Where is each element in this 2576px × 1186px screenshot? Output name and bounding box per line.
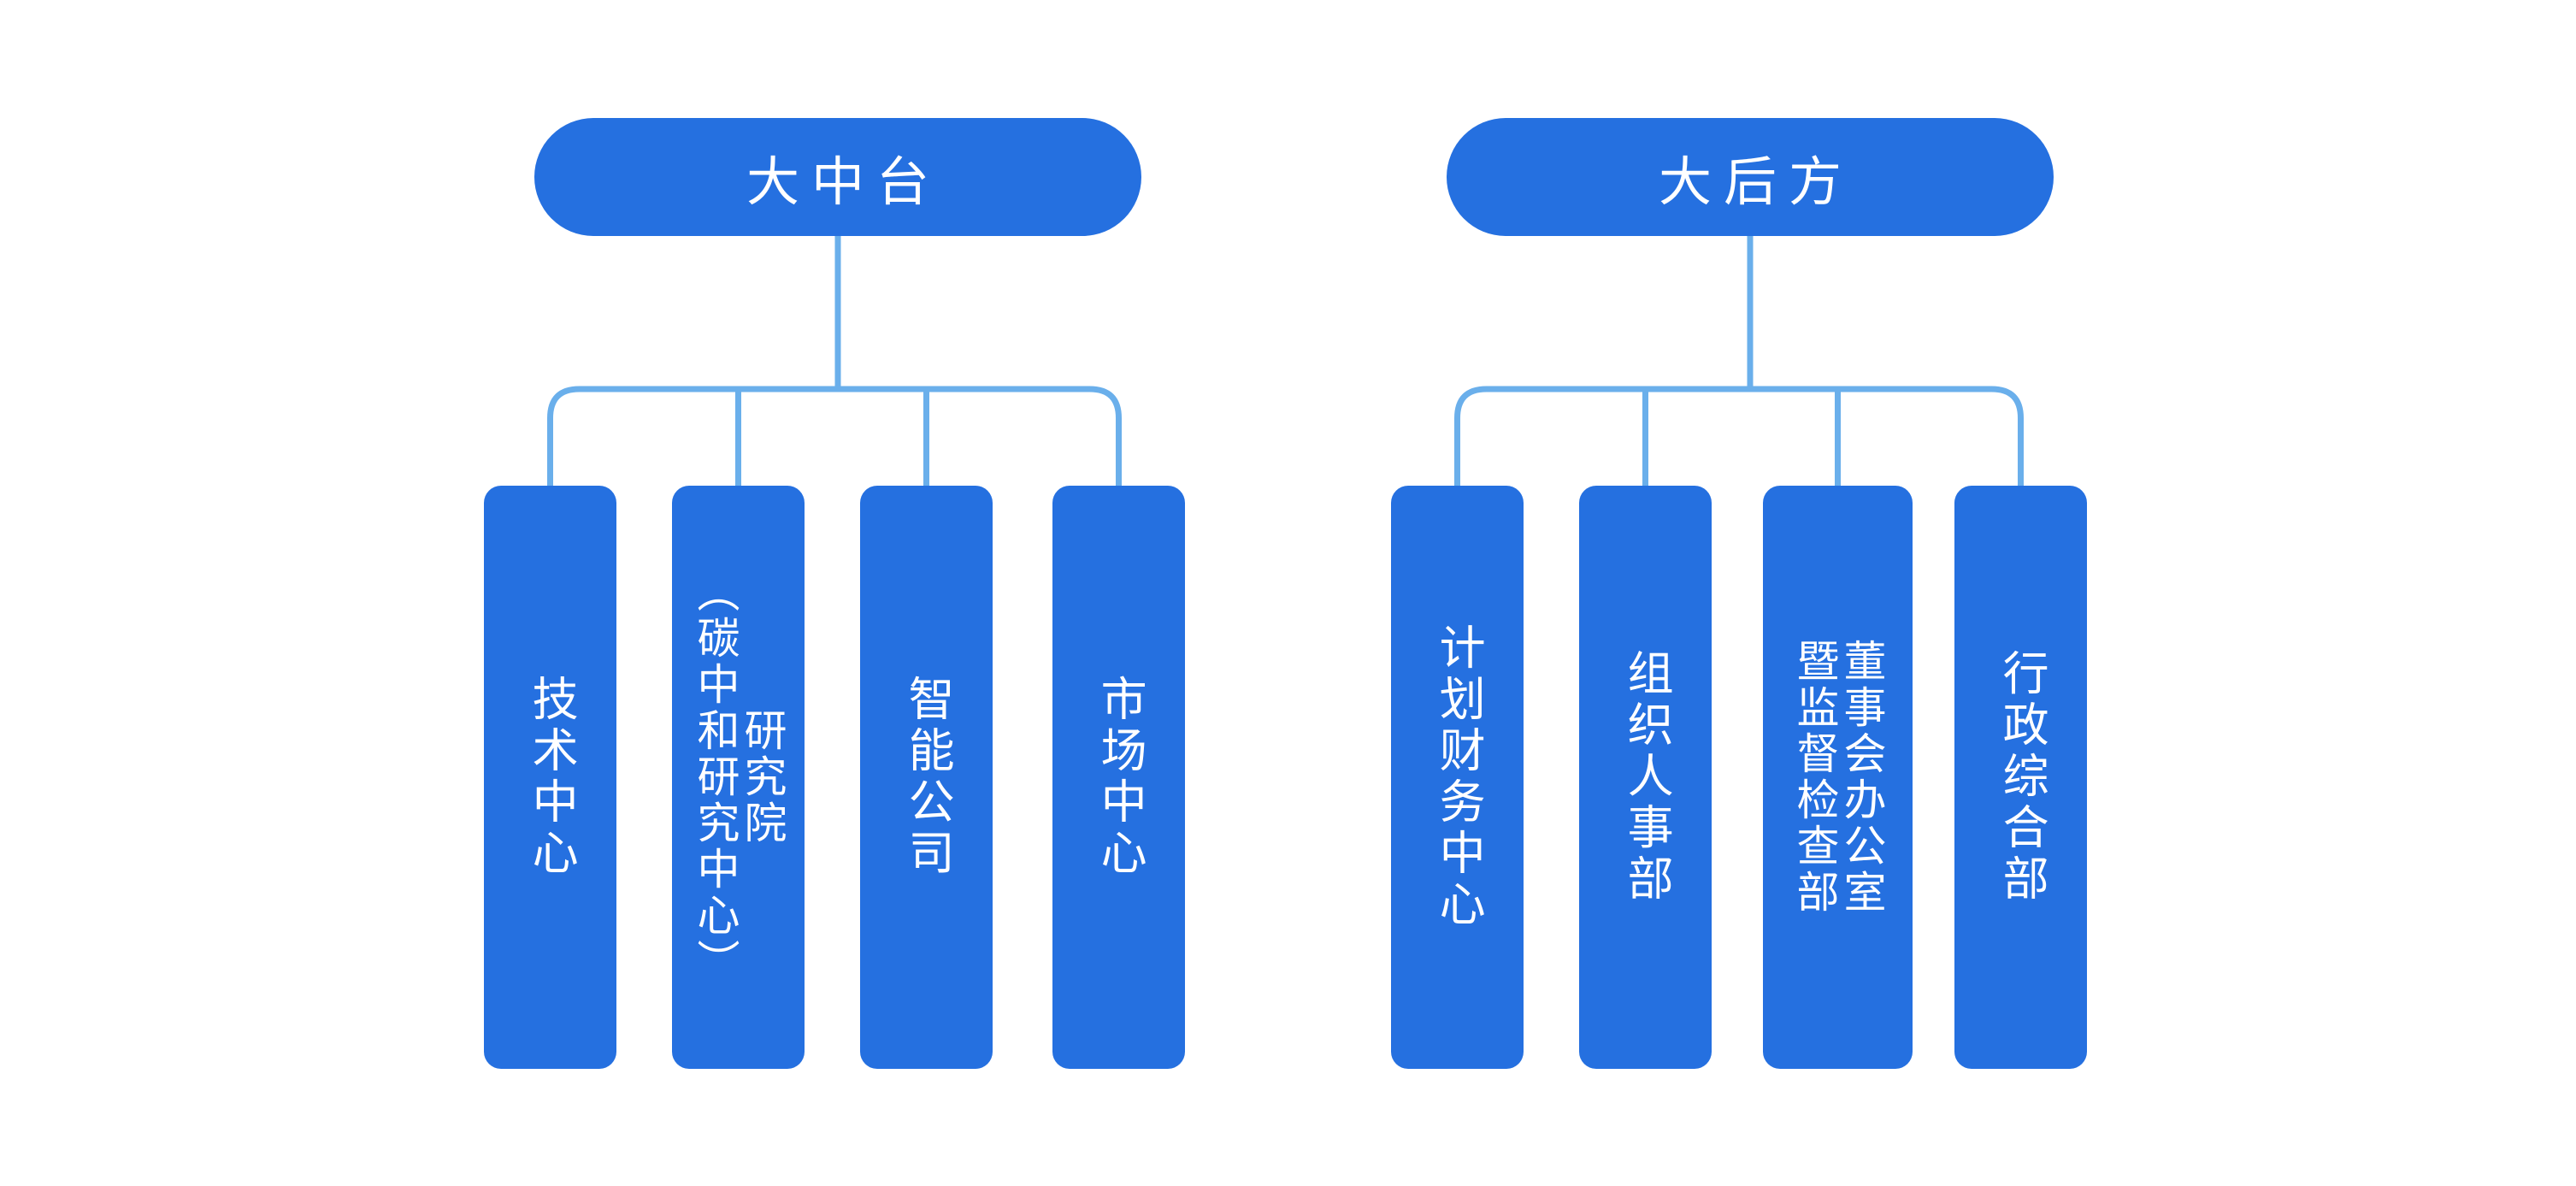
org-node-admin-department[interactable]: 行政综合部 (1954, 486, 2087, 1069)
org-node-intelligent-company[interactable]: 智能公司 (860, 486, 993, 1069)
org-node-label: 技术中心 (525, 675, 577, 880)
org-node-finance-center[interactable]: 计划财务中心 (1391, 486, 1524, 1069)
org-node-label: 暨监督检查部 (1790, 639, 1839, 916)
org-node-label: 计划财务中心 (1432, 623, 1484, 931)
org-node-label: 市场中心 (1093, 675, 1146, 880)
connector-bracket (1454, 386, 2024, 486)
org-node-tech-center[interactable]: 技术中心 (484, 486, 616, 1069)
group-header-zhongtai[interactable]: 大中台 (534, 118, 1141, 236)
org-node-label: 智能公司 (901, 675, 953, 880)
org-node-label: 组织人事部 (1620, 649, 1672, 906)
org-node-label: 行政综合部 (1995, 649, 2048, 906)
org-node-label: 研究院 (738, 708, 787, 847)
org-node-label: 董事会办公室 (1837, 639, 1886, 916)
org-node-board-office[interactable]: 董事会办公室暨监督检查部 (1763, 486, 1913, 1069)
org-node-label: （碳中和研究中心） (691, 569, 740, 985)
group-header-houfang[interactable]: 大后方 (1447, 118, 2054, 236)
org-node-research-institute[interactable]: 研究院（碳中和研究中心） (672, 486, 805, 1069)
org-node-market-center[interactable]: 市场中心 (1052, 486, 1185, 1069)
org-node-hr-department[interactable]: 组织人事部 (1579, 486, 1712, 1069)
